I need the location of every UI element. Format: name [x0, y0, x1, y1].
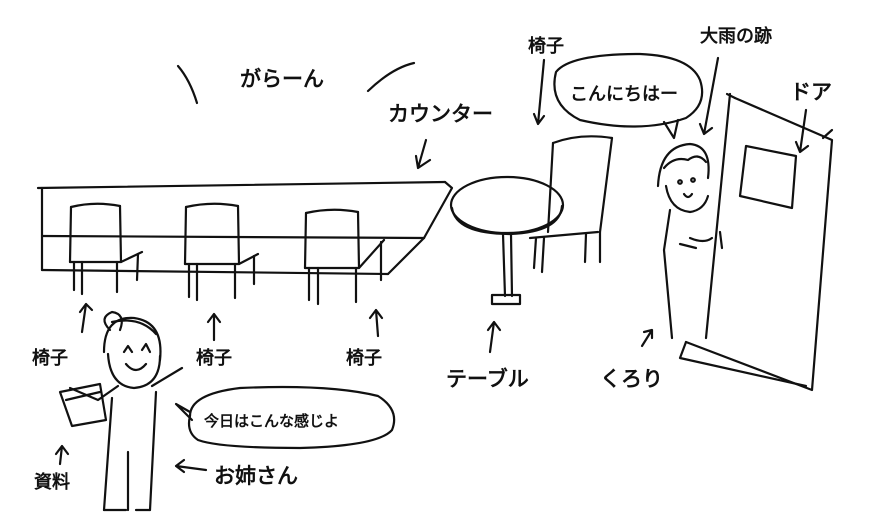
table-arrow	[486, 320, 502, 354]
chair-1-arrow	[78, 302, 94, 334]
table	[449, 175, 565, 306]
documents-arrow	[54, 444, 70, 466]
kurori-arrow	[640, 328, 654, 348]
label-sister: お姉さん	[214, 464, 298, 488]
label-door: ドア	[790, 80, 832, 104]
label-kurori: くろり	[600, 367, 663, 391]
chair-1	[68, 202, 144, 296]
counter-arrow	[414, 138, 432, 170]
label-chair-2: 椅子	[196, 348, 232, 369]
label-rain-trace: 大雨の跡	[700, 26, 772, 47]
label-table: テーブル	[446, 367, 529, 391]
label-chair-1: 椅子	[32, 348, 68, 369]
label-documents: 資料	[34, 472, 70, 493]
greeting-bubble	[553, 52, 704, 140]
sister-figure	[58, 310, 184, 512]
kurori-figure	[656, 142, 714, 340]
emptiness-line-left	[176, 64, 199, 105]
label-garan: がらーん	[240, 67, 324, 91]
label-chair-top: 椅子	[528, 36, 564, 57]
sister-arrow	[174, 458, 208, 474]
door-arrow	[794, 108, 810, 154]
emptiness-line-right	[366, 61, 416, 93]
sister-speech-bubble	[174, 385, 396, 450]
chair-3-arrow	[368, 308, 384, 338]
label-counter: カウンター	[388, 102, 493, 126]
door	[678, 92, 834, 392]
sister-speech-text: 今日はこんな感じよ	[204, 412, 340, 430]
greeting-text: こんにちはー	[570, 84, 678, 105]
rain-trace-arrow	[698, 56, 720, 136]
label-chair-3: 椅子	[346, 348, 382, 369]
counter	[36, 180, 454, 276]
chair-2-arrow	[206, 312, 222, 342]
chair-3	[303, 208, 386, 306]
chair-top-arrow	[532, 58, 546, 126]
chair-2	[183, 202, 260, 302]
chair-back	[528, 135, 614, 274]
